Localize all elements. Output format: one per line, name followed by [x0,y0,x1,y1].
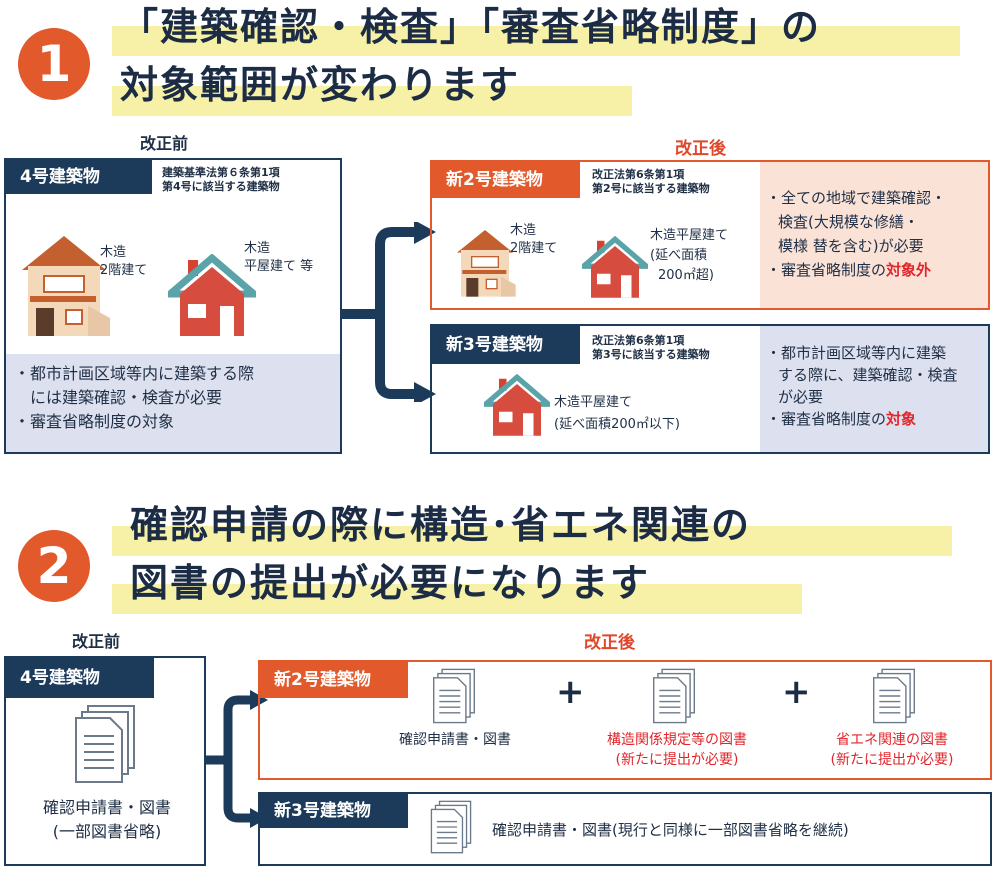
house-label-line: (延べ面積 [650,248,708,263]
bullet-text: ・審査省略制度の [766,410,887,428]
after-new2-box [258,660,992,780]
building-type-header: 4号建築物 [6,658,154,698]
document-icon [653,668,695,724]
law-note-line: 第3号に該当する建築物 [592,348,710,361]
bullet-list: ・都市計画区域等内に建築する際 には建築確認・検査が必要 ・審査省略制度の対象 [14,362,254,434]
section1-title-line1: 「建築確認・検査」「審査省略制度」の [120,5,822,49]
house-label-line: 木造 [100,245,127,260]
doc-label: 確認申請書・図書 (一部図書省略) [22,796,192,844]
house-label-line: (延べ面積200㎡以下) [554,417,680,432]
after-new3-box [258,792,992,866]
house-label-line: 木造平屋建て [554,395,633,410]
section2-title-line1: 確認申請の際に構造･省エネ関連の [130,503,752,547]
law-note-line: 建築基準法第６条第1項 [162,166,280,179]
bullet-emphasis: 対象 [886,410,917,428]
bullet-item: が必要 [778,388,824,406]
doc-label: 省エネ関連の図書 (新たに提出が必要) [806,730,978,770]
doc-label: 確認申請書・図書 [399,732,511,748]
section2-title-line2: 図書の提出が必要になります [130,561,651,605]
house-label: 木造 2階建て [100,244,147,280]
house-icon [22,236,110,336]
house-label: 木造 2階建て [510,222,557,258]
bracket-icon [340,222,436,402]
house-icon [582,236,648,298]
house-label-line: 木造 [244,241,271,256]
doc-label-line: 確認申請書・図書 [42,798,171,817]
bullet-list: ・都市計画区域等内に建築 する際に、建築確認・検査 が必要 ・審査省略制度の対象 [766,342,958,430]
document-icon [75,705,135,783]
house-label-line: 木造平屋建て [650,228,729,243]
after-caption: 改正後 [675,139,726,159]
section-number-1: 1 [18,28,90,100]
bullet-item: ・審査省略制度の対象 [766,408,958,430]
bullet-item: ・都市計画区域等内に建築する際 [14,364,255,383]
house-label-line: 2階建て [100,263,148,278]
law-note: 改正法第6条第1項 第3号に該当する建築物 [592,334,710,362]
bullet-item: する際に、建築確認・検査 [778,366,958,384]
after-new3-note-panel [760,326,988,452]
house-label: 木造 平屋建て 等 [244,240,313,276]
house-label: 木造平屋建て (延べ面積200㎡以下) [554,392,680,436]
doc-label-line: (一部図書省略) [52,822,162,841]
building-type-header: 4号建築物 [6,160,152,194]
bullet-emphasis: 対象外 [886,261,932,279]
doc-label-line: (新たに提出が必要) [615,752,739,768]
document-icon [873,668,915,724]
law-note-line: 改正法第6条第1項 [592,168,685,181]
bullet-item: ・都市計画区域等内に建築 [766,344,947,362]
after-new3-box [430,324,990,454]
after-new2-box [430,160,990,310]
section-number-2: 2 [18,530,90,602]
plus-icon: + [782,672,811,712]
section1-title-line2: 対象範囲が変わります [120,63,521,107]
doc-label: 確認申請書・図書(現行と同様に一部図書省略を継続) [492,821,849,839]
law-note-line: 改正法第6条第1項 [592,334,685,347]
house-label-line: 2階建て [510,241,558,256]
doc-label-line: (新たに提出が必要) [830,752,954,768]
bullet-item: 模様 替を含む)が必要 [778,237,924,255]
house-icon [168,254,256,336]
house-icon [484,374,550,436]
bullet-item: ・審査省略制度の対象 [14,412,175,431]
before-building-box [4,158,342,454]
title-highlight [112,26,960,56]
building-type-header: 新3号建築物 [432,326,580,364]
bullet-item: 検査(大規模な修繕・ [778,213,919,231]
law-note: 改正法第6条第1項 第2号に該当する建築物 [592,168,710,196]
document-icon [430,800,472,854]
title-highlight [112,86,632,116]
title-highlight [112,526,952,556]
house-label-line: 200㎡超) [658,268,714,283]
house-label-line: 平屋建て 等 [244,259,314,274]
doc-label-line: 省エネ関連の図書 [836,732,948,748]
building-type-header: 新2号建築物 [432,162,580,198]
bullet-text: ・審査省略制度の [766,261,887,279]
bullet-list: ・全ての地域で建築確認・ 検査(大規模な修繕・ 模様 替を含む)が必要 ・審査省… [766,186,946,282]
after-caption: 改正後 [584,633,635,653]
law-note-line: 第2号に該当する建築物 [592,182,710,195]
before-caption: 改正前 [140,134,189,153]
bullet-item: には建築確認・検査が必要 [30,388,223,407]
house-label: 木造平屋建て (延べ面積 200㎡超) [650,226,728,286]
doc-label: 構造関係規定等の図書 (新たに提出が必要) [582,730,772,770]
document-icon [433,668,475,724]
law-note: 建築基準法第６条第1項 第4号に該当する建築物 [162,166,280,194]
before-note-panel [6,354,340,452]
house-label-line: 木造 [510,223,537,238]
before-caption: 改正前 [72,632,121,651]
plus-icon: + [556,672,585,712]
after-new2-note-panel [760,162,988,308]
building-type-header: 新3号建築物 [260,794,408,828]
law-note-line: 第4号に該当する建築物 [162,180,280,193]
doc-label-line: 構造関係規定等の図書 [607,732,747,748]
house-icon [457,230,516,297]
bullet-item: ・全ての地域で建築確認・ [766,189,947,207]
bullet-item: ・審査省略制度の対象外 [766,258,946,282]
building-type-header: 新2号建築物 [260,662,408,698]
title-highlight [112,584,802,614]
